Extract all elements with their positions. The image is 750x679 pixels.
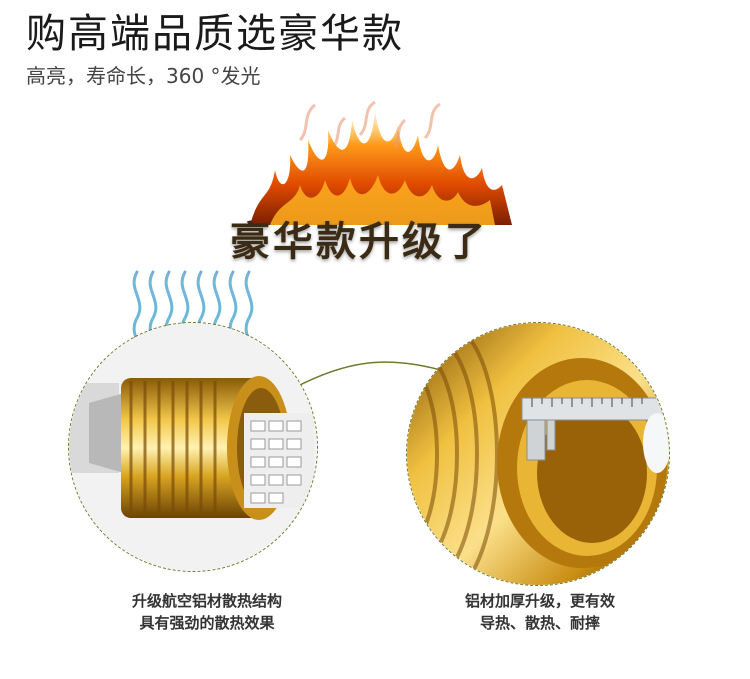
heatsink-closeup-image [68,322,318,572]
caption-heatsink: 升级航空铝材散热结构 具有强劲的散热效果 [92,590,322,634]
page-subtitle: 高亮，寿命长，360 °发光 [26,64,261,88]
upgrade-banner: 豪华款升级了 [230,219,488,265]
flame-icon [250,100,512,225]
caption-thickness-line1: 铝材加厚升级，更有效 [464,592,615,610]
caption-thickness: 铝材加厚升级，更有效 导热、散热、耐摔 [430,590,650,634]
caption-heatsink-line1: 升级航空铝材散热结构 [131,592,282,610]
page-title: 购高端品质选豪华款 [26,11,404,57]
caption-thickness-line2: 导热、散热、耐摔 [479,614,600,632]
thickness-measure-image [406,322,670,586]
caption-heatsink-line2: 具有强劲的散热效果 [139,614,275,632]
